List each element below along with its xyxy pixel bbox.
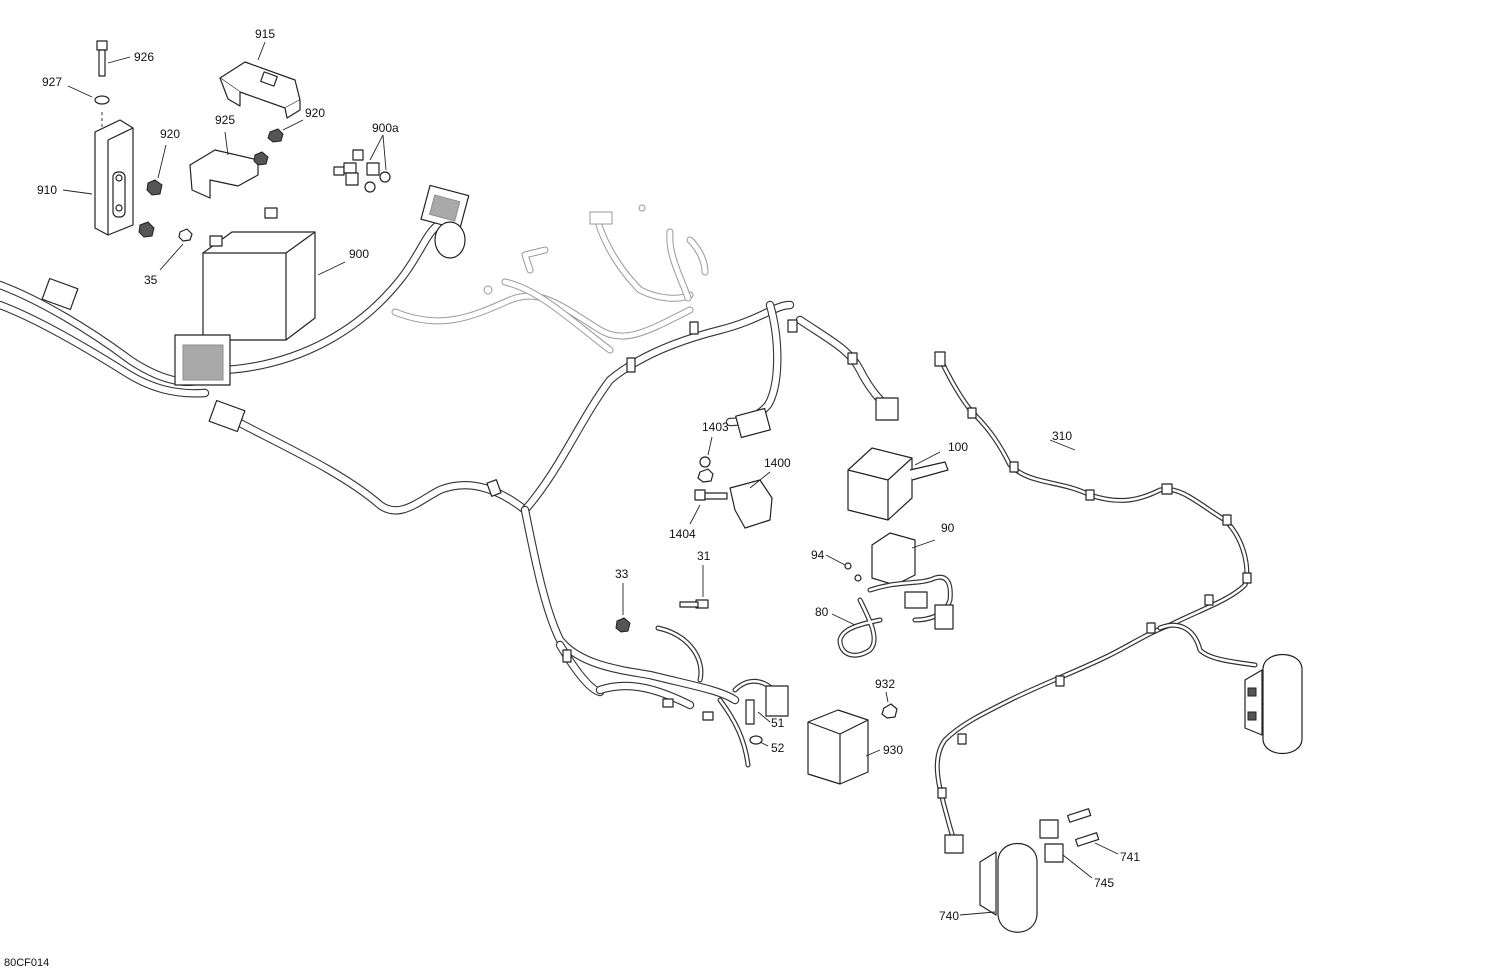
callout-915: 915 [255, 27, 275, 41]
callout-920-upper: 920 [305, 106, 325, 120]
callout-94: 94 [811, 548, 825, 562]
callout-100: 100 [948, 440, 968, 454]
frame-ghost [391, 204, 709, 354]
hold-down-915 [219, 41, 301, 119]
hardware-741-745 [1039, 808, 1119, 879]
battery-900 [202, 207, 346, 341]
harness-connectors [41, 184, 899, 717]
callout-35: 35 [144, 273, 158, 287]
screw-51-washer-52 [745, 699, 771, 747]
callout-51: 51 [771, 716, 785, 730]
leader-310 [1049, 439, 1076, 451]
callout-90: 90 [941, 521, 955, 535]
tail-light-right [1244, 654, 1303, 754]
callout-900a: 900a [372, 121, 399, 135]
callout-740: 740 [939, 909, 959, 923]
callout-910: 910 [37, 183, 57, 197]
hardware-top-left [67, 40, 391, 271]
callout-900: 900 [349, 247, 369, 261]
sensor-1400 [689, 436, 773, 529]
callout-932: 932 [875, 677, 895, 691]
bracket-910 [62, 119, 134, 236]
callout-927: 927 [42, 75, 62, 89]
callout-920-lower: 920 [160, 127, 180, 141]
harness-90-80 [825, 532, 954, 658]
callout-1404: 1404 [669, 527, 696, 541]
callout-33: 33 [615, 567, 629, 581]
tail-light-740 [959, 843, 1038, 933]
callout-31: 31 [697, 549, 711, 563]
callout-741: 741 [1120, 850, 1140, 864]
callout-925: 925 [215, 113, 235, 127]
callout-310: 310 [1052, 429, 1072, 443]
callout-926: 926 [134, 50, 154, 64]
callout-1403: 1403 [702, 420, 729, 434]
relay-box-100 [847, 447, 949, 521]
callout-1400: 1400 [764, 456, 791, 470]
bolts-33-31 [615, 565, 709, 633]
harness-310 [934, 351, 1258, 854]
figure-code: 80CF014 [4, 957, 49, 969]
callout-80: 80 [815, 605, 829, 619]
callout-745: 745 [1094, 876, 1114, 890]
callout-labels: 926 927 915 920 920 925 900a 910 35 900 … [37, 27, 1140, 923]
callout-52: 52 [771, 741, 785, 755]
callout-930: 930 [883, 743, 903, 757]
ecu-930 [807, 691, 898, 785]
